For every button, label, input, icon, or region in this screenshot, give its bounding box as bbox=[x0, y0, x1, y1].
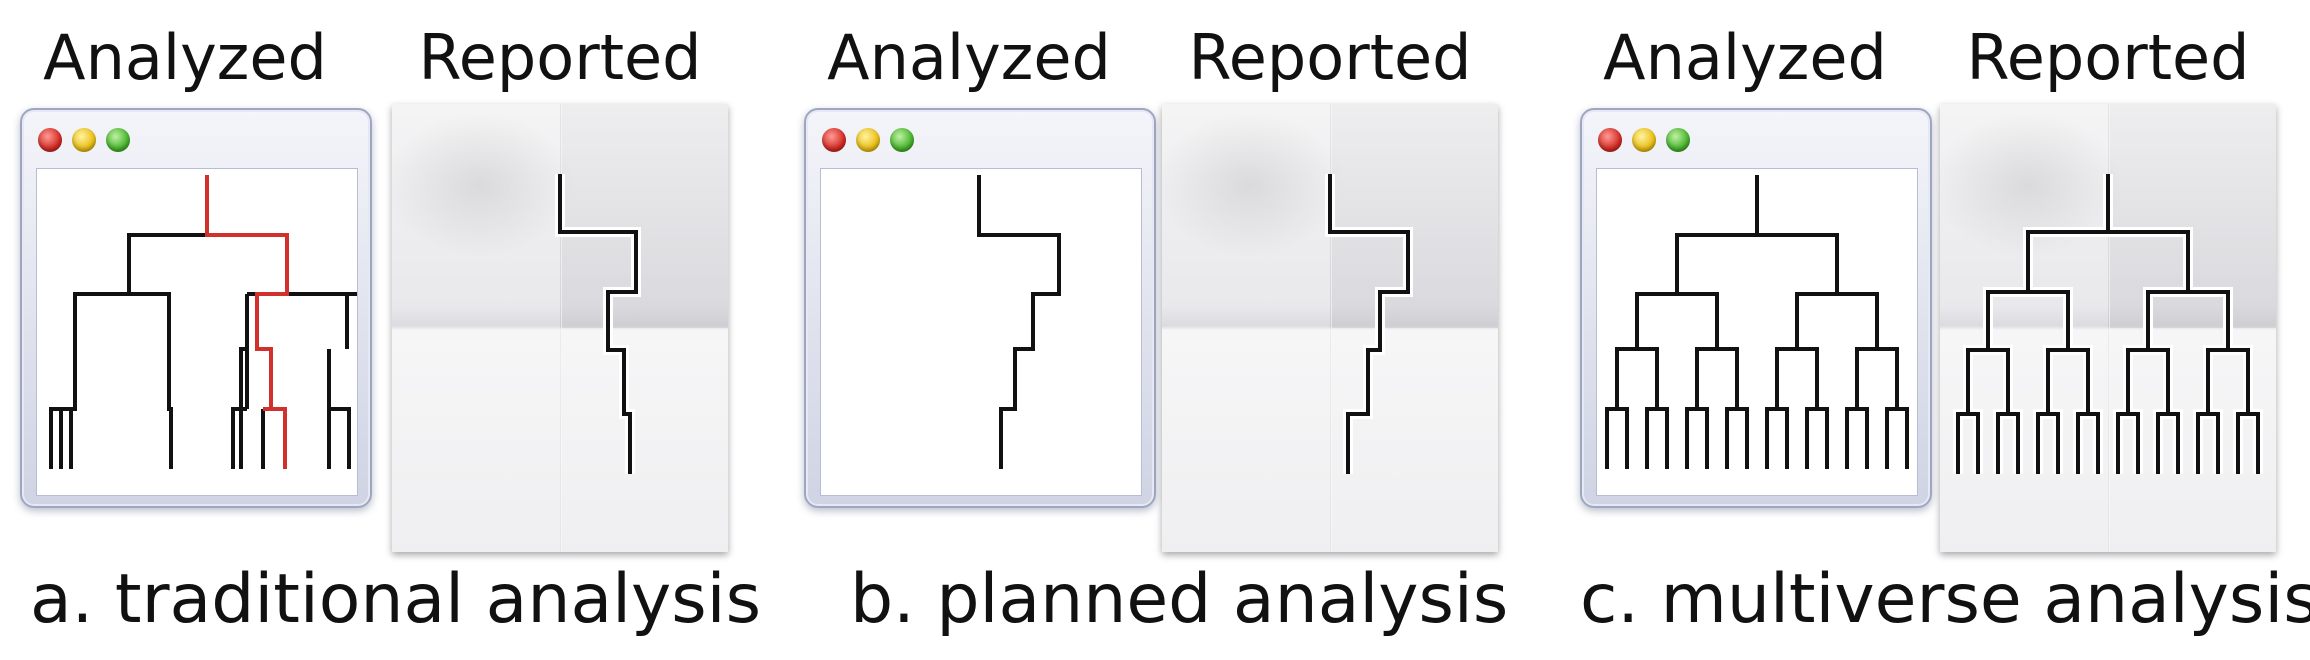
analysis-tree bbox=[49, 175, 357, 469]
window-content bbox=[36, 168, 358, 496]
maximize-icon bbox=[106, 128, 130, 152]
caption: a. traditional analysis bbox=[30, 560, 761, 639]
reported-paper bbox=[1162, 104, 1498, 552]
close-icon bbox=[822, 128, 846, 152]
full-tree bbox=[1605, 175, 1909, 469]
caption: c. multiverse analysis bbox=[1580, 560, 2310, 639]
reported-path bbox=[1325, 174, 1413, 474]
reported-paper bbox=[1940, 104, 2276, 552]
minimize-icon bbox=[1632, 128, 1656, 152]
close-icon bbox=[38, 128, 62, 152]
analyzed-label: Analyzed bbox=[827, 21, 1111, 94]
analysis-window bbox=[804, 108, 1156, 508]
paper-fold bbox=[1330, 104, 1332, 552]
minimize-icon bbox=[72, 128, 96, 152]
window-content bbox=[1596, 168, 1918, 496]
analysis-window bbox=[20, 108, 372, 508]
panel-traditional: Analyzed Reported bbox=[0, 0, 780, 660]
analysis-path bbox=[977, 175, 1061, 469]
panel-multiverse: Analyzed Reported bbox=[1560, 0, 2310, 660]
caption: b. planned analysis bbox=[850, 560, 1509, 639]
maximize-icon bbox=[1666, 128, 1690, 152]
reported-label: Reported bbox=[1966, 21, 2250, 94]
reported-tree bbox=[1953, 174, 2263, 474]
close-icon bbox=[1598, 128, 1622, 152]
reported-path bbox=[555, 174, 641, 474]
analyzed-label: Analyzed bbox=[1603, 21, 1887, 94]
analyzed-label: Analyzed bbox=[43, 21, 327, 94]
reported-label: Reported bbox=[418, 21, 702, 94]
window-content bbox=[820, 168, 1142, 496]
panel-planned: Analyzed Reported b. planned analysis bbox=[780, 0, 1560, 660]
maximize-icon bbox=[890, 128, 914, 152]
reported-label: Reported bbox=[1188, 21, 1472, 94]
analysis-window bbox=[1580, 108, 1932, 508]
paper-fold bbox=[2108, 104, 2110, 552]
paper-fold bbox=[560, 104, 562, 552]
minimize-icon bbox=[856, 128, 880, 152]
reported-paper bbox=[392, 104, 728, 552]
